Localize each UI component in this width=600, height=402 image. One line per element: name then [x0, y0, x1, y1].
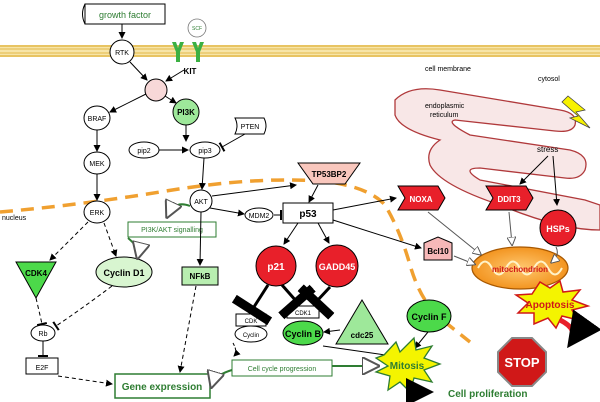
noxa-node: NOXA: [397, 185, 446, 211]
cyclin-b-label: Cyclin B: [285, 329, 322, 339]
er-label-1: endoplasmic: [425, 103, 465, 110]
growth-factor-box: growth factor: [82, 3, 166, 25]
p53-label: p53: [299, 209, 317, 220]
cdc25-node: cdc25: [335, 299, 389, 345]
cell-membrane: [0, 45, 600, 57]
cdk-label: CDK: [245, 319, 258, 325]
cdk1-label: CDK1: [295, 311, 312, 317]
pten-label: PTEN: [241, 124, 260, 131]
adaptor-node: [144, 78, 168, 102]
pi3k-akt-signalling-label: PI3K/AKT signalling: [141, 227, 203, 234]
nfkb-label: NFkB: [190, 272, 211, 281]
akt-label: AKT: [194, 199, 208, 206]
mitosis-burst: Mitosis: [374, 336, 442, 394]
tp53bp2-node: TP53BP2: [297, 162, 361, 185]
cyclin-label: Cyclin: [243, 333, 259, 339]
rb-label: Rb: [39, 331, 48, 338]
gene-expression-box: [114, 373, 211, 399]
kit-receptor-icon: [172, 42, 204, 62]
pip2-label: pip2: [137, 148, 150, 155]
cdk4-node: CDK4: [15, 261, 57, 300]
nucleus-label: nucleus: [2, 215, 27, 222]
p21-node: [255, 245, 297, 287]
scf-label: SCF: [192, 26, 202, 32]
rtk-node: [109, 39, 135, 65]
braf-label: BRAF: [88, 116, 107, 123]
lightning-icon: [561, 95, 591, 129]
cell-membrane-label: cell membrane: [425, 66, 471, 73]
tp53bp2-label: TP53BP2: [312, 170, 347, 179]
rtk-label: RTK: [115, 50, 129, 57]
pip3-label: pip3: [198, 148, 211, 155]
stress-label: stress: [537, 145, 558, 154]
erk-node: [83, 200, 111, 224]
er-label-2: reticulum: [430, 112, 459, 119]
cyclin-f-label: Cyclin F: [411, 312, 447, 322]
cytosol-label: cytosol: [538, 76, 560, 83]
pi3k-label: PI3K: [177, 108, 195, 117]
mitochondrion-label: mitochondrion: [492, 265, 548, 274]
apoptosis-label: Apoptosis: [526, 300, 575, 311]
mitosis-label: Mitosis: [390, 361, 425, 372]
mdm2-label: MDM2: [249, 213, 270, 220]
mitochondrion: mitochondrion: [471, 246, 569, 290]
kit-label: KIT: [184, 67, 197, 76]
gene-expression-label: Gene expression: [122, 382, 203, 393]
cdc25-label: cdc25: [351, 331, 374, 340]
cyclin-d1-label: Cyclin D1: [103, 268, 144, 278]
bcl10-label: Bcl10: [427, 247, 449, 256]
scf-node: [187, 18, 207, 38]
cdk4-label: CDK4: [25, 269, 47, 278]
p21-label: p21: [267, 262, 285, 273]
e2f-label: E2F: [36, 365, 49, 372]
bcl10-node: Bcl10: [423, 236, 453, 261]
pip3-node: [189, 141, 221, 159]
hsps-node: [539, 209, 577, 247]
pten-node: PTEN: [234, 117, 267, 135]
stop-sign-icon: STOP: [497, 337, 547, 387]
cyclin-f-node: [406, 299, 452, 333]
noxa-label: NOXA: [409, 195, 432, 204]
p53-node: [282, 202, 334, 224]
cyclin-node: [234, 325, 268, 343]
gadd45-node: [315, 244, 359, 288]
cell-cycle-progression-label: Cell cycle progression: [248, 366, 317, 373]
mdm2-node: [244, 207, 274, 223]
e2f-node: [25, 357, 59, 375]
svg-text:growth factor: growth factor: [99, 10, 151, 20]
nfkb-node: [181, 266, 219, 286]
pi3k-akt-signalling-box: [127, 221, 217, 238]
hsps-label: HSPs: [546, 224, 570, 234]
cell-proliferation-label: Cell proliferation: [448, 389, 527, 400]
nucleus-boundary: [0, 178, 472, 344]
stop-label: STOP: [504, 355, 539, 370]
gadd45-label: GADD45: [319, 262, 356, 272]
endoplasmic-reticulum: [394, 88, 600, 231]
ddit3-node: DDIT3: [485, 185, 534, 211]
erk-label: ERK: [90, 210, 105, 217]
cyclin-b-node: [282, 320, 324, 346]
cyclin-d1-node: [95, 256, 153, 288]
cell-cycle-progression-box: [231, 359, 333, 377]
ddit3-label: DDIT3: [497, 195, 521, 204]
mek-label: MEK: [89, 161, 105, 168]
